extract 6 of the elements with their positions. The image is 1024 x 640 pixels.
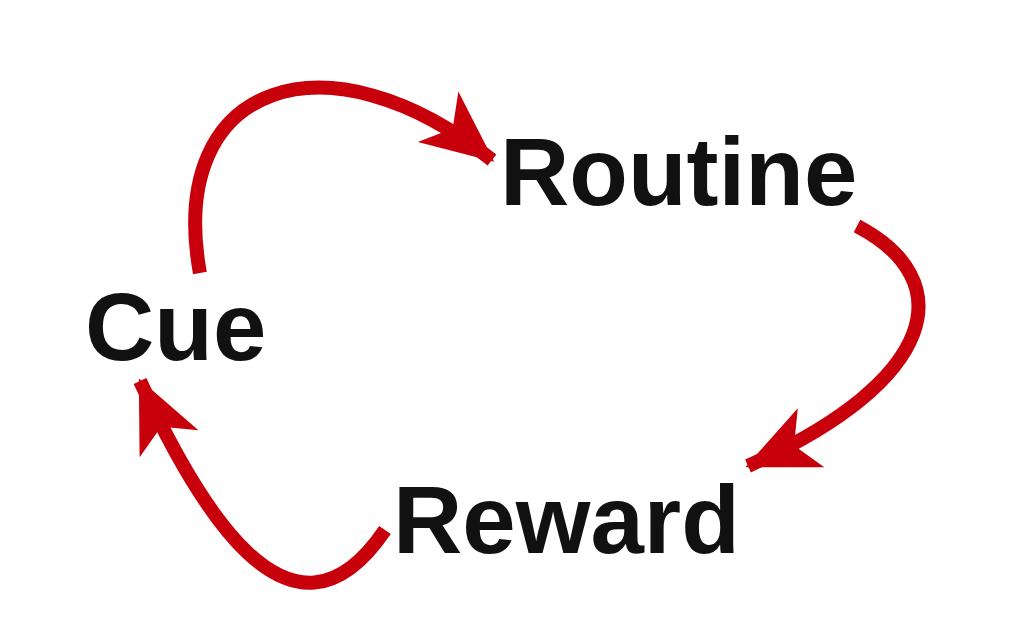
curved-arrow (744, 220, 926, 473)
cycle-step-label: Reward (393, 472, 740, 568)
curved-arrow (133, 378, 391, 590)
cycle-step-label: Routine (500, 124, 858, 220)
curved-arrow (188, 81, 497, 274)
cycle-step-label: Cue (85, 279, 267, 375)
